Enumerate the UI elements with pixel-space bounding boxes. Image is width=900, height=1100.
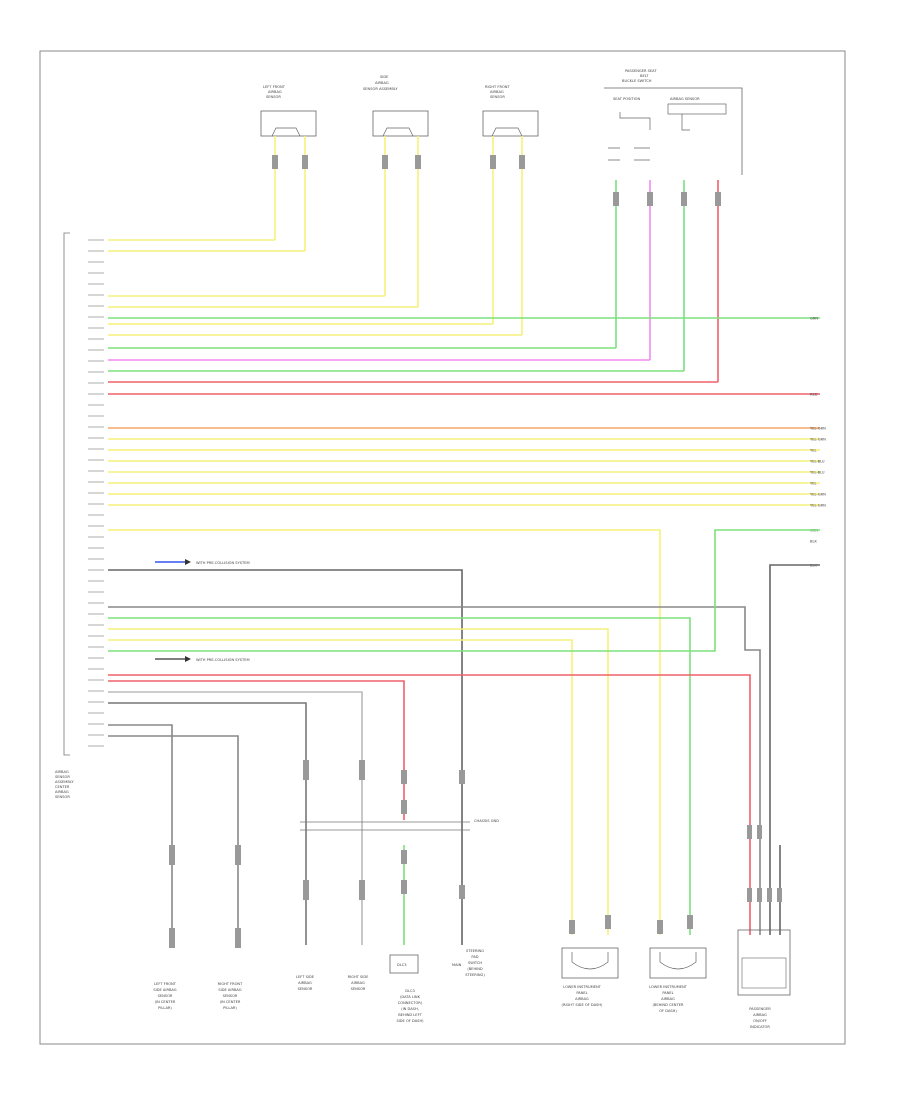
top-connector-marks <box>272 155 721 206</box>
svg-text:SENSOR: SENSOR <box>266 95 281 99</box>
bottom-component-label-line: (RIGHT SIDE OF DASH) <box>562 1003 603 1007</box>
svg-text:PASSENGER SEAT: PASSENGER SEAT <box>625 69 657 73</box>
svg-text:BELT: BELT <box>640 74 649 78</box>
note-arrow-1: WITH PRE-COLLISION SYSTEM <box>155 559 250 565</box>
bottom-component-label-line: DLC3 <box>405 989 415 993</box>
module-bracket <box>63 232 70 756</box>
bottom-component-label-line: RIGHT FRONT <box>218 982 243 986</box>
bottom-component-label-line: BEHIND LEFT <box>398 1013 422 1017</box>
svg-text:AIRBAG: AIRBAG <box>490 90 504 94</box>
bottom-component-label-line: PILLAR) <box>158 1006 172 1010</box>
svg-text:BUCKLE SWITCH: BUCKLE SWITCH <box>622 79 652 83</box>
wire-color-label: YEL-GRN <box>810 493 826 497</box>
chassis-ground-label: CHASSIS GND <box>474 819 499 823</box>
wire-color-label: YEL-GRN <box>810 438 826 442</box>
top-component-passenger-seat-belt: PASSENGER SEAT BELT BUCKLE SWITCH SEAT P… <box>604 69 743 175</box>
bottom-component-label-line: SENSOR <box>351 987 366 991</box>
splice-line <box>300 821 470 831</box>
wire-color-label: BLK <box>810 540 817 544</box>
bottom-component-label-line: LEFT SIDE <box>296 975 315 979</box>
bottom-component-label-line: PILLAR) <box>223 1006 237 1010</box>
bottom-component-label-line: AIRBAG <box>351 981 365 985</box>
module-pin-labels <box>88 239 104 747</box>
bottom-component-label-line: LOWER INSTRUMENT <box>649 985 688 989</box>
component-dlc3: DLC3 <box>389 954 419 974</box>
bottom-component-label-line: PAD <box>471 955 478 959</box>
bottom-component-label-line: (BEHIND CENTER <box>653 1003 684 1007</box>
bottom-component-label-line: PANEL <box>662 991 673 995</box>
component-lower-panel-airbag-center <box>649 947 707 979</box>
bottom-component-label-line: (IN DASH, <box>401 1007 419 1011</box>
wire-color-label: YEL-BLU <box>810 471 825 475</box>
bottom-component-label-line: STEERING) <box>465 973 485 977</box>
svg-text:SIDE: SIDE <box>380 75 389 79</box>
bottom-component-label-line: CONNECTOR) <box>398 1001 423 1005</box>
svg-text:AIRBAG: AIRBAG <box>55 790 69 794</box>
bottom-component-label-line: STEERING <box>466 949 484 953</box>
bottom-component-label-line: SENSOR <box>298 987 313 991</box>
note-arrow-2: WITH PRE-COLLISION SYSTEM <box>155 656 250 662</box>
module-label: AIRBAG SENSOR ASSEMBLY CENTER AIRBAG SEN… <box>55 770 74 799</box>
bottom-component-label-line: LEFT FRONT <box>154 982 177 986</box>
svg-text:SENSOR: SENSOR <box>490 95 505 99</box>
bottom-component-label-line: AIRBAG <box>753 1013 767 1017</box>
component-passenger-indicator <box>737 929 791 996</box>
wire-color-label: YEL-BLU <box>810 460 825 464</box>
top-vertical-wires <box>274 136 719 382</box>
lower-vertical-wires <box>108 529 820 945</box>
svg-text:DLC3: DLC3 <box>397 963 407 967</box>
wire-color-label: YEL <box>810 449 816 453</box>
bottom-component-label-line: (IN CENTER <box>220 1000 241 1004</box>
bottom-component-label-line: SIDE OF DASH) <box>396 1019 424 1023</box>
bottom-component-label-line: OF DASH) <box>659 1009 677 1013</box>
wire-color-label: RED <box>810 393 818 397</box>
svg-text:WITH PRE-COLLISION SYSTEM: WITH PRE-COLLISION SYSTEM <box>196 561 250 565</box>
bottom-component-label-line: RIGHT SIDE <box>348 975 369 979</box>
bottom-component-label-line: (BEHIND <box>467 967 483 971</box>
svg-text:WITH PRE-COLLISION SYSTEM: WITH PRE-COLLISION SYSTEM <box>196 658 250 662</box>
bottom-component-labels: LEFT FRONT SIDE AIRBAG SENSOR (IN CENTER PIL… <box>153 949 771 1029</box>
svg-text:ASSEMBLY: ASSEMBLY <box>55 780 74 784</box>
svg-text:SENSOR: SENSOR <box>55 775 70 779</box>
component-lower-panel-airbag-right <box>561 947 619 979</box>
svg-text:SEAT POSITION: SEAT POSITION <box>613 97 640 101</box>
bottom-component-label-line: AIRBAG <box>298 981 312 985</box>
bottom-component-label-line: LOWER INSTRUMENT <box>563 985 602 989</box>
bottom-component-label-line: SIDE AIRBAG <box>153 988 176 992</box>
svg-text:CENTER: CENTER <box>55 785 70 789</box>
svg-text:LEFT FRONT: LEFT FRONT <box>263 85 286 89</box>
bottom-component-label-line: AIRBAG <box>575 997 589 1001</box>
bottom-component-label-line: INDICATOR <box>750 1025 770 1029</box>
bottom-component-label-line: AIRBAG <box>661 997 675 1001</box>
horizontal-wire-bus <box>108 239 820 506</box>
svg-text:AIRBAG: AIRBAG <box>55 770 69 774</box>
bottom-component-label-line: SENSOR <box>158 994 173 998</box>
bottom-component-label-line: (DATA LINK <box>400 995 421 999</box>
wire-color-label: YEL <box>810 482 816 486</box>
bottom-component-label-line: SENSOR <box>223 994 238 998</box>
svg-text:AIRBAG: AIRBAG <box>375 81 389 85</box>
svg-text:AIRBAG: AIRBAG <box>268 90 282 94</box>
component-steering-pad: MAIN <box>452 963 462 967</box>
lower-connector-marks <box>169 760 782 948</box>
bottom-component-label-line: (IN CENTER <box>155 1000 176 1004</box>
bottom-component-label-line: ON/OFF <box>753 1019 767 1023</box>
svg-text:AIRBAG SENSOR: AIRBAG SENSOR <box>670 97 700 101</box>
top-component-left-front-airbag-sensor: LEFT FRONT AIRBAG SENSOR <box>260 85 317 137</box>
bottom-component-label-line: PASSENGER <box>749 1007 771 1011</box>
diagram-frame <box>39 50 846 1045</box>
top-component-side-airbag-sensor: SIDE AIRBAG SENSOR ASSEMBLY <box>363 75 429 137</box>
wire-color-label: YEL-GRN <box>810 504 826 508</box>
top-component-right-front-airbag-sensor: RIGHT FRONT AIRBAG SENSOR <box>482 85 539 137</box>
bottom-component-label-line: SWITCH <box>468 961 482 965</box>
wire-color-label: YEL-GRN <box>810 427 826 431</box>
bottom-component-label-line: SIDE AIRBAG <box>218 988 241 992</box>
svg-text:MAIN: MAIN <box>452 963 462 967</box>
wire-color-label: GRN <box>810 317 818 321</box>
bottom-component-label-line: PANEL <box>576 991 587 995</box>
svg-text:SENSOR: SENSOR <box>55 795 70 799</box>
svg-text:RIGHT FRONT: RIGHT FRONT <box>485 85 510 89</box>
svg-text:SENSOR ASSEMBLY: SENSOR ASSEMBLY <box>363 87 398 91</box>
